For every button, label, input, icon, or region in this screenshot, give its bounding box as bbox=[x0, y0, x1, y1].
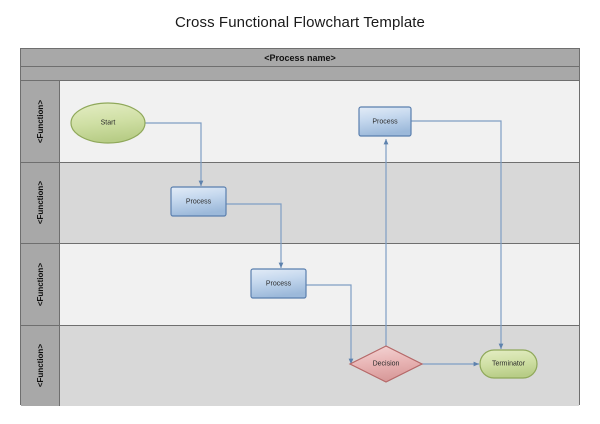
swimlane-2[interactable]: <Function> bbox=[21, 244, 579, 326]
swimlane-2-label: <Function> bbox=[35, 262, 45, 307]
swimlane-container: <Function> <Function> <Function> <Functi… bbox=[21, 81, 579, 406]
flowchart-frame: <Process name> <Function> <Function> <Fu… bbox=[20, 48, 580, 406]
swimlane-0-label: <Function> bbox=[35, 99, 45, 144]
swimlane-2-body bbox=[60, 244, 579, 325]
phase-band bbox=[21, 67, 579, 81]
swimlane-1-label: <Function> bbox=[35, 181, 45, 225]
swimlane-3-body bbox=[60, 326, 579, 406]
swimlane-2-label-cell[interactable]: <Function> bbox=[21, 244, 60, 325]
swimlane-1[interactable]: <Function> bbox=[21, 163, 579, 244]
swimlane-0[interactable]: <Function> bbox=[21, 81, 579, 163]
swimlane-3-label: <Function> bbox=[35, 344, 45, 388]
swimlane-1-label-cell[interactable]: <Function> bbox=[21, 163, 60, 243]
process-name-label: <Process name> bbox=[264, 52, 336, 63]
page-title: Cross Functional Flowchart Template bbox=[175, 14, 425, 31]
process-name-header: <Process name> bbox=[21, 49, 579, 67]
swimlane-3[interactable]: <Function> bbox=[21, 326, 579, 406]
swimlane-0-label-cell[interactable]: <Function> bbox=[21, 81, 60, 162]
swimlane-1-body bbox=[60, 163, 579, 243]
swimlane-0-body bbox=[60, 81, 579, 162]
swimlane-3-label-cell[interactable]: <Function> bbox=[21, 326, 60, 406]
